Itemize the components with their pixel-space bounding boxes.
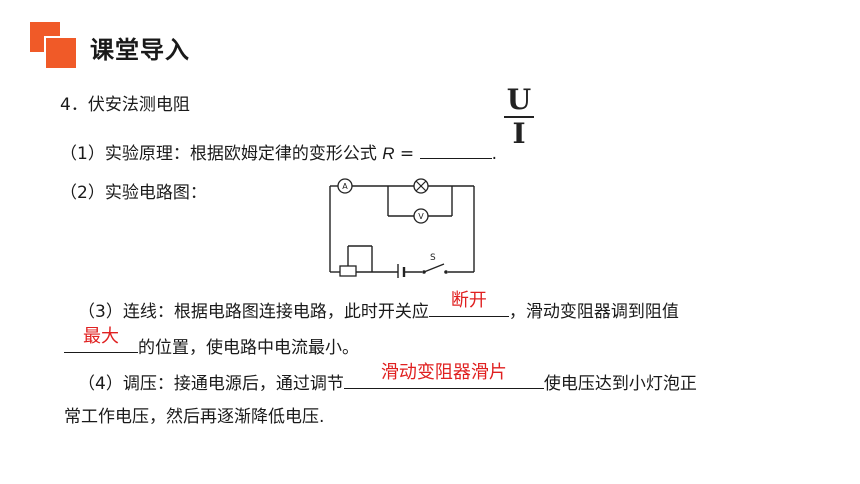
principle-line: （1）实验原理：根据欧姆定律的变形公式 R = . bbox=[60, 138, 497, 164]
step-4-text-a: （4）调压：接通电源后，通过调节 bbox=[78, 374, 344, 394]
rheostat-icon bbox=[339, 265, 357, 277]
circuit-label: （2）实验电路图： bbox=[60, 183, 207, 203]
answer-switch-state: 断开 bbox=[450, 290, 487, 311]
answer-adjust: 滑动变阻器滑片 bbox=[380, 362, 507, 383]
logo bbox=[30, 22, 78, 70]
circuit-diagram: A V S bbox=[329, 178, 475, 278]
voltmeter-label: V bbox=[418, 212, 424, 221]
principle-end: . bbox=[491, 144, 497, 164]
step-4-line-1: （4）调压：接通电源后，通过调节 滑动变阻器滑片使电压达到小灯泡正 bbox=[78, 362, 697, 394]
logo-square-front bbox=[44, 36, 78, 70]
principle-text: （1）实验原理：根据欧姆定律的变形公式 bbox=[60, 144, 377, 164]
principle-equals: = bbox=[399, 144, 415, 164]
voltmeter-icon bbox=[413, 208, 429, 224]
answer-resistance: 最大 bbox=[83, 326, 119, 347]
step-3-text-b: ，滑动变阻器调到阻值 bbox=[508, 302, 679, 322]
formula-denominator: I bbox=[512, 117, 526, 150]
step-3-line-2: 最大的位置，使电路中电流最小。 bbox=[64, 326, 359, 358]
principle-variable: R bbox=[382, 144, 395, 163]
battery-icon bbox=[397, 264, 406, 278]
page-title: 课堂导入 bbox=[90, 36, 190, 64]
answer-blank-resistance: 最大 bbox=[64, 326, 138, 353]
fraction-bar bbox=[504, 116, 534, 118]
formula-fraction: U I bbox=[504, 86, 534, 148]
step-3-text-a: （3）连线：根据电路图连接电路，此时开关应 bbox=[78, 302, 429, 322]
step-3-line-1: （3）连线：根据电路图连接电路，此时开关应 断开 ，滑动变阻器调到阻值 bbox=[78, 290, 679, 322]
ammeter-label: A bbox=[342, 182, 348, 191]
answer-blank-adjust: 滑动变阻器滑片 bbox=[343, 362, 544, 389]
answer-blank-switch: 断开 bbox=[428, 290, 509, 317]
item-4-heading: 4．伏安法测电阻 bbox=[60, 95, 190, 115]
step-4-line-2: 常工作电压，然后再逐渐降低电压. bbox=[64, 407, 325, 427]
switch-label: S bbox=[430, 253, 436, 263]
formula-blank bbox=[419, 138, 492, 159]
step-3-text-c: 的位置，使电路中电流最小。 bbox=[138, 338, 359, 358]
switch-icon bbox=[422, 263, 448, 274]
formula-numerator: U bbox=[506, 83, 532, 116]
step-4-text-b: 使电压达到小灯泡正 bbox=[543, 374, 697, 394]
lamp-icon bbox=[413, 178, 429, 194]
ammeter-icon bbox=[337, 178, 353, 194]
